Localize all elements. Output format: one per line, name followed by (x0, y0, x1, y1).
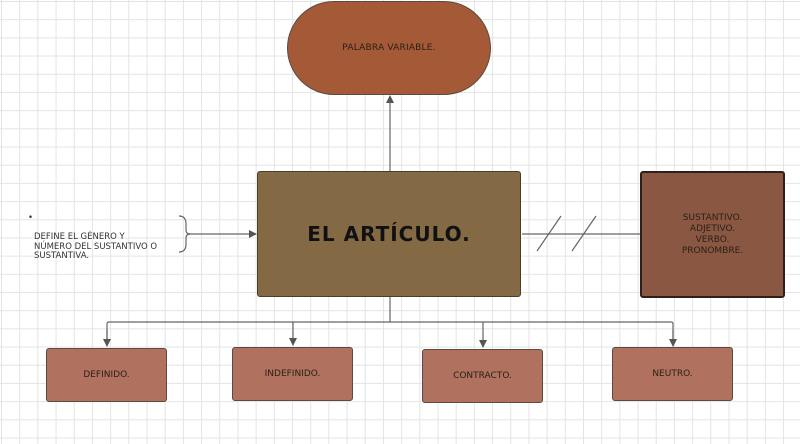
node-palabra-variable[interactable]: PALABRA VARIABLE. (287, 1, 491, 95)
bullet-icon: • (28, 213, 34, 223)
node-word-types[interactable]: SUSTANTIVO. ADJETIVO. VERBO. PRONOMBRE. (640, 171, 785, 298)
node-label: SUSTANTIVO. ADJETIVO. VERBO. PRONOMBRE. (681, 212, 744, 256)
node-label: CONTRACTO. (453, 371, 512, 381)
node-label: INDEFINIDO. (264, 369, 321, 379)
note-text: DEFINE EL GÉNERO Y NÚMERO DEL SUSTANTIVO… (34, 232, 158, 261)
note-definition[interactable]: • DEFINE EL GÉNERO Y NÚMERO DEL SUSTANTI… (28, 213, 158, 271)
node-indefinido[interactable]: INDEFINIDO. (232, 347, 353, 401)
node-el-articulo[interactable]: EL ARTÍCULO. (257, 171, 521, 297)
node-contracto[interactable]: CONTRACTO. (422, 349, 543, 403)
node-label: PALABRA VARIABLE. (342, 43, 436, 53)
node-definido[interactable]: DEFINIDO. (46, 348, 167, 402)
node-label: EL ARTÍCULO. (307, 222, 471, 246)
node-label: DEFINIDO. (83, 370, 130, 380)
node-neutro[interactable]: NEUTRO. (612, 347, 733, 401)
node-label: NEUTRO. (652, 369, 693, 379)
